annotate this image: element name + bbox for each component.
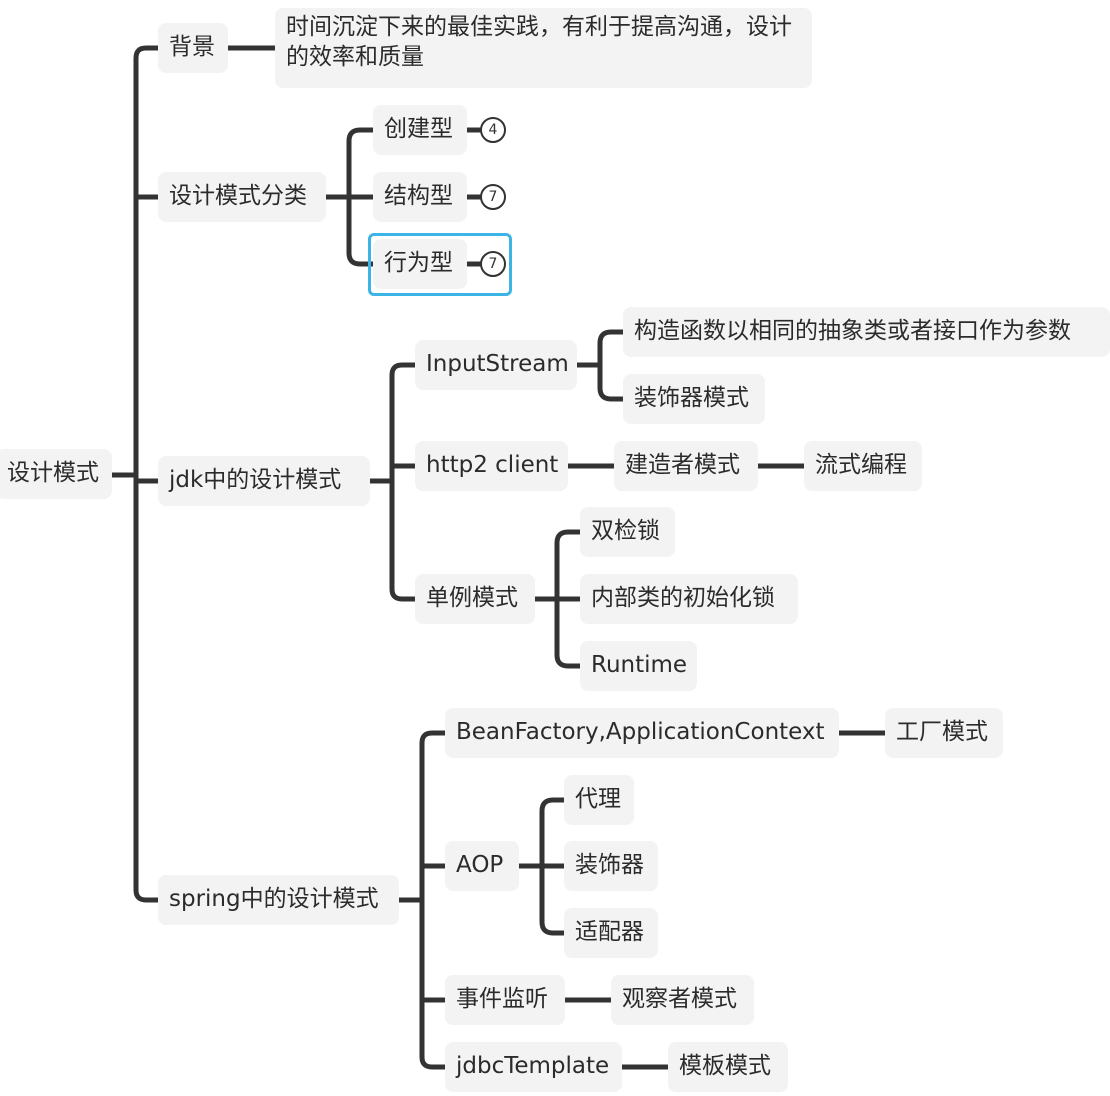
jdk-node[interactable]: jdk中的设计模式 bbox=[158, 456, 370, 506]
factory-pattern-node[interactable]: 工厂模式 bbox=[885, 708, 1003, 758]
decorator-node[interactable]: 装饰器 bbox=[564, 841, 658, 891]
selection-highlight bbox=[368, 233, 512, 296]
aop-node[interactable]: AOP bbox=[445, 841, 519, 891]
jdbctemplate-node[interactable]: jdbcTemplate bbox=[445, 1042, 622, 1092]
decorator-pattern-node[interactable]: 装饰器模式 bbox=[623, 374, 765, 424]
proxy-node[interactable]: 代理 bbox=[564, 775, 634, 825]
singleton-node[interactable]: 单例模式 bbox=[415, 574, 535, 624]
template-pattern-node[interactable]: 模板模式 bbox=[668, 1042, 788, 1092]
background-node[interactable]: 背景 bbox=[158, 23, 228, 73]
behavioral-count-badge[interactable]: 7 bbox=[480, 251, 506, 277]
builder-pattern-node[interactable]: 建造者模式 bbox=[614, 441, 758, 491]
double-check-lock-node[interactable]: 双检锁 bbox=[580, 507, 675, 557]
inputstream-node[interactable]: InputStream bbox=[415, 340, 577, 390]
inner-class-init-lock-node[interactable]: 内部类的初始化锁 bbox=[580, 574, 798, 624]
root-node[interactable]: 设计模式 bbox=[0, 449, 112, 499]
event-listener-node[interactable]: 事件监听 bbox=[445, 975, 565, 1025]
fluent-programming-node[interactable]: 流式编程 bbox=[804, 441, 922, 491]
behavioral-node[interactable]: 行为型 bbox=[373, 239, 467, 289]
creational-count-badge[interactable]: 4 bbox=[480, 117, 506, 143]
constructor-param-node[interactable]: 构造函数以相同的抽象类或者接口作为参数 bbox=[623, 307, 1110, 357]
background-desc-node[interactable]: 时间沉淀下来的最佳实践，有利于提高沟通，设计的效率和质量 bbox=[275, 8, 812, 88]
categories-node[interactable]: 设计模式分类 bbox=[158, 172, 326, 222]
observer-pattern-node[interactable]: 观察者模式 bbox=[611, 975, 754, 1025]
http2-client-node[interactable]: http2 client bbox=[415, 441, 568, 491]
runtime-node[interactable]: Runtime bbox=[580, 641, 697, 691]
structural-count-badge[interactable]: 7 bbox=[480, 184, 506, 210]
creational-node[interactable]: 创建型 bbox=[373, 105, 467, 155]
beanfactory-node[interactable]: BeanFactory,ApplicationContext bbox=[445, 708, 839, 758]
adapter-node[interactable]: 适配器 bbox=[564, 908, 658, 958]
spring-node[interactable]: spring中的设计模式 bbox=[158, 875, 399, 925]
structural-node[interactable]: 结构型 bbox=[373, 172, 467, 222]
